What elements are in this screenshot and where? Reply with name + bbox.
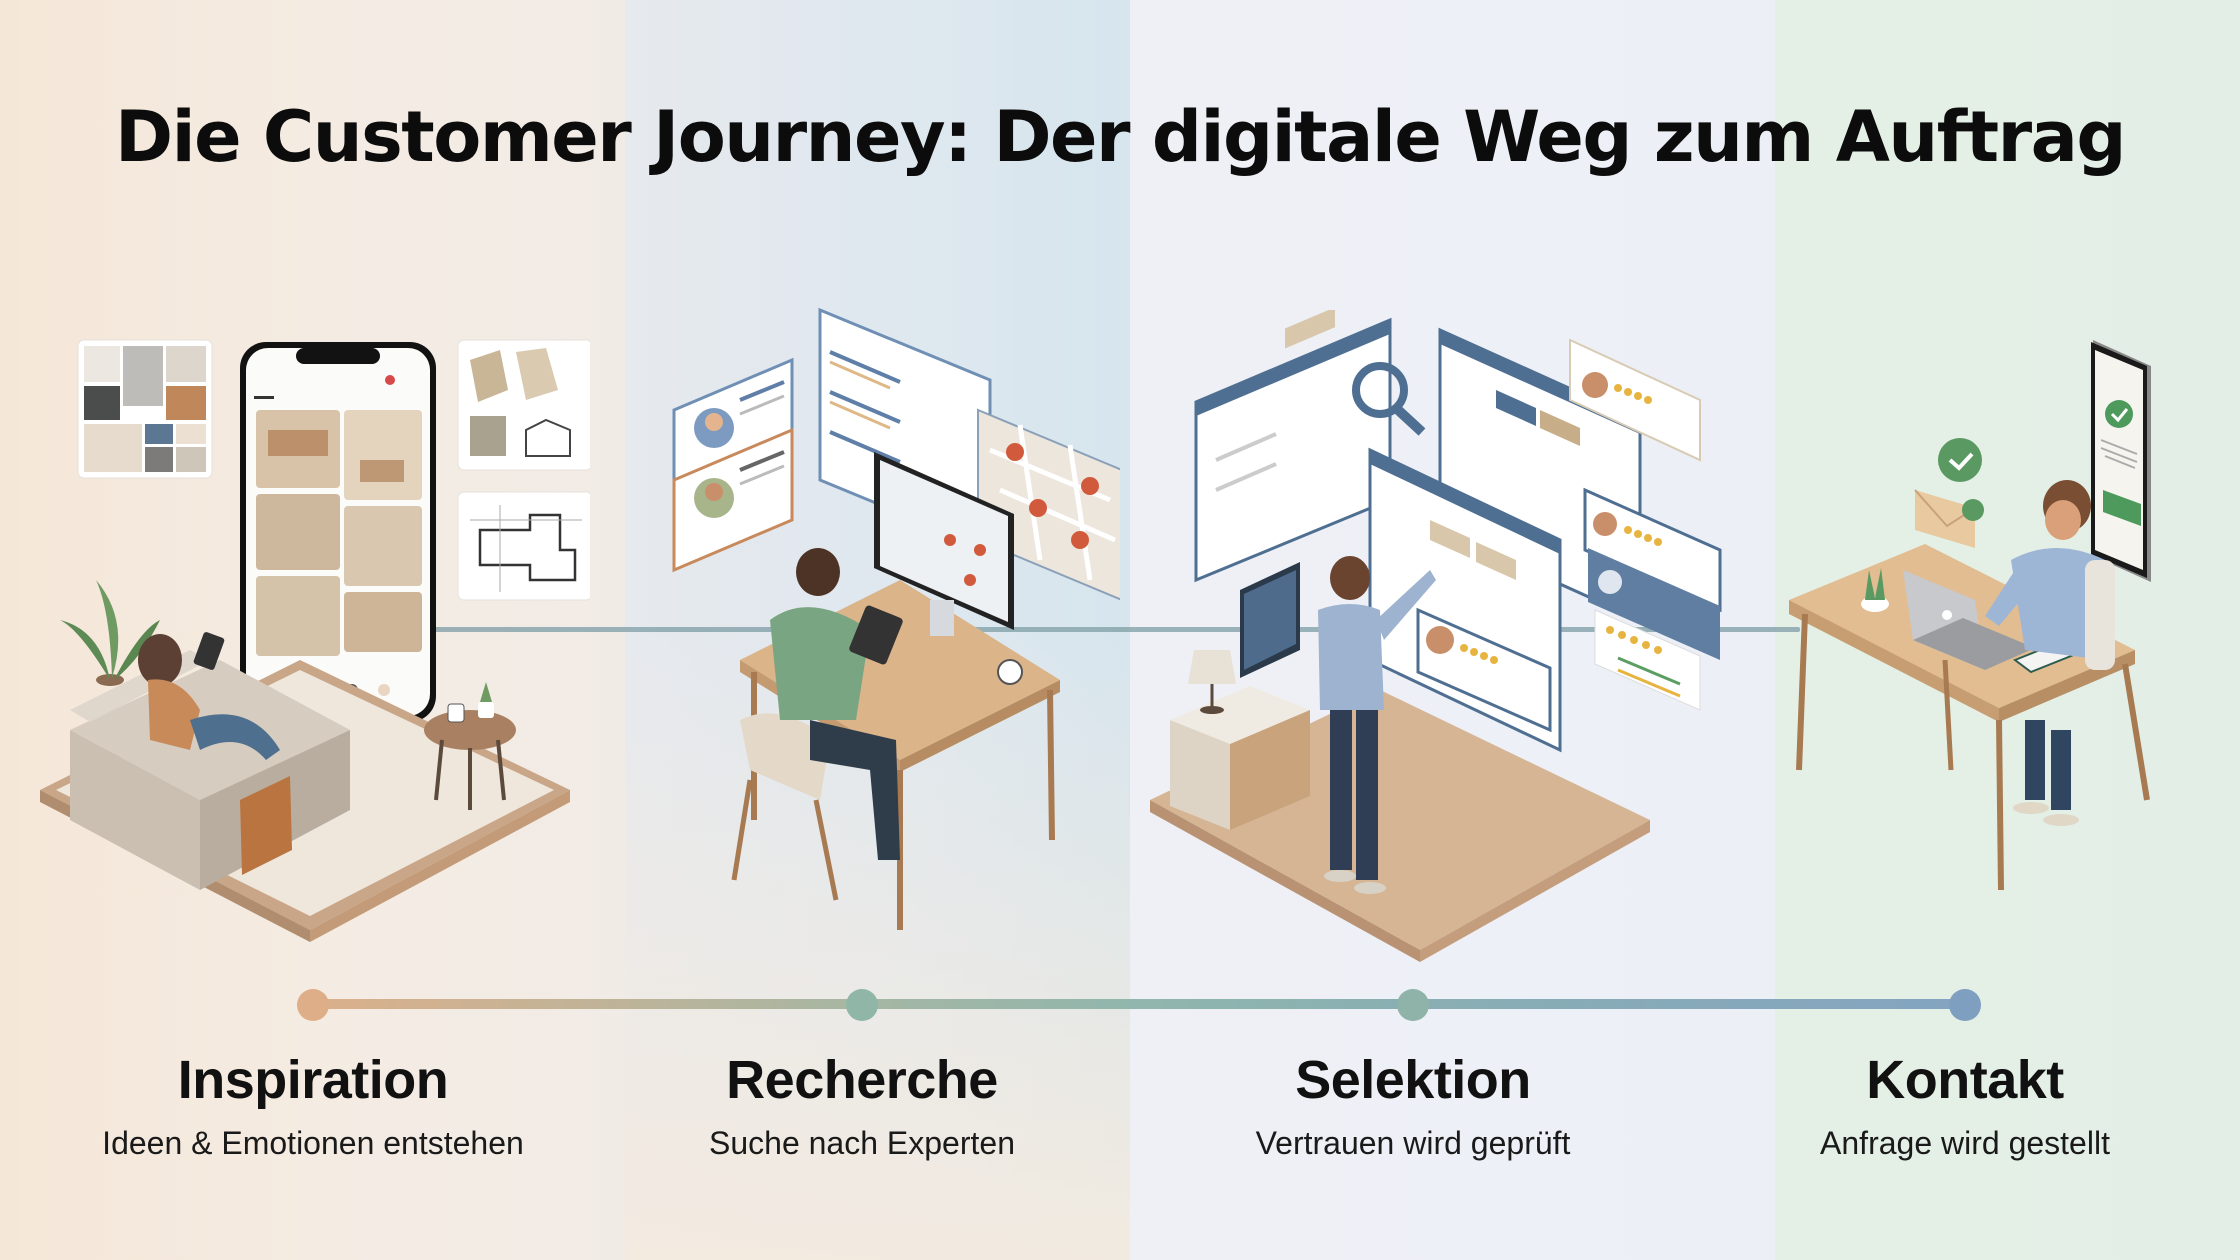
timeline-track xyxy=(313,999,1965,1009)
timeline-dot-recherche xyxy=(846,989,878,1021)
inspiration-scene-icon xyxy=(40,339,590,942)
timeline-dot-selektion xyxy=(1397,989,1429,1021)
man-at-laptop-sending-request-illustration xyxy=(1775,330,2235,910)
chat-bubble-icon xyxy=(1588,548,1720,660)
checkmark-icon xyxy=(2105,400,2133,428)
chair-icon xyxy=(731,713,839,901)
envelope-icon xyxy=(1914,489,1984,548)
stage-title: Kontakt xyxy=(1866,1050,2064,1110)
plant-icon xyxy=(60,580,160,686)
color-swatch-card-icon xyxy=(457,339,590,471)
dresser-icon xyxy=(1170,686,1310,830)
woman-on-sofa-with-smartphone-illustration xyxy=(30,330,590,970)
stage-subtitle: Ideen & Emotionen entstehen xyxy=(102,1125,524,1161)
man-comparing-reviews-illustration xyxy=(1140,310,1740,970)
stage-title: Recherche xyxy=(726,1050,998,1110)
man-icon xyxy=(1318,556,1436,894)
smartphone-icon xyxy=(240,342,436,722)
plant-icon xyxy=(1861,568,1889,612)
recherche-scene-icon xyxy=(672,307,1120,930)
woman-icon xyxy=(138,632,280,760)
stage-title: Inspiration xyxy=(177,1050,449,1110)
moodboard-icon xyxy=(77,339,213,479)
magnifier-icon xyxy=(1352,362,1408,418)
comparison-table-window-icon xyxy=(1194,310,1426,583)
floor-plan-card-icon xyxy=(457,491,590,601)
lamp-icon xyxy=(1188,650,1236,714)
monitor-icon xyxy=(1240,562,1300,678)
stage-subtitle: Anfrage wird gestellt xyxy=(1820,1125,2110,1161)
connector-line xyxy=(400,627,1800,632)
stage-kontakt: Kontakt Anfrage wird gestellt xyxy=(1705,1045,2225,1163)
stage-subtitle: Suche nach Experten xyxy=(709,1125,1015,1161)
side-table-icon xyxy=(424,682,516,810)
rating-card-icon xyxy=(1594,609,1701,711)
monitor-icon xyxy=(874,452,1014,636)
page-title: Die Customer Journey: Der digitale Weg z… xyxy=(114,96,2127,178)
stage-title: Selektion xyxy=(1295,1050,1531,1110)
man-icon xyxy=(770,548,903,860)
selektion-scene-icon xyxy=(1150,310,1722,962)
stage-inspiration: Inspiration Ideen & Emotionen entstehen xyxy=(53,1045,573,1163)
checkmark-badge-icon xyxy=(1938,438,1982,482)
review-bubble-icon xyxy=(1416,607,1552,733)
expert-profile-card-icon xyxy=(672,427,794,573)
coffee-cup-icon xyxy=(997,659,1023,685)
timeline-dot-kontakt xyxy=(1949,989,1981,1021)
review-card-icon xyxy=(1569,338,1701,462)
kontakt-scene-icon xyxy=(1789,340,2151,891)
laptop-icon xyxy=(1903,570,2035,670)
man-at-desk-with-map-illustration xyxy=(660,300,1120,940)
timeline-dot-inspiration xyxy=(297,989,329,1021)
stage-recherche: Recherche Suche nach Experten xyxy=(602,1045,1122,1163)
man-icon xyxy=(1985,480,2115,826)
stage-selektion: Selektion Vertrauen wird geprüft xyxy=(1153,1045,1673,1163)
submit-button-graphic xyxy=(2103,490,2141,526)
confirmation-smartphone-icon xyxy=(2091,340,2151,582)
expert-profile-card-icon xyxy=(672,357,794,503)
review-bubble-icon xyxy=(1583,487,1722,613)
stage-subtitle: Vertrauen wird geprüft xyxy=(1255,1125,1571,1161)
